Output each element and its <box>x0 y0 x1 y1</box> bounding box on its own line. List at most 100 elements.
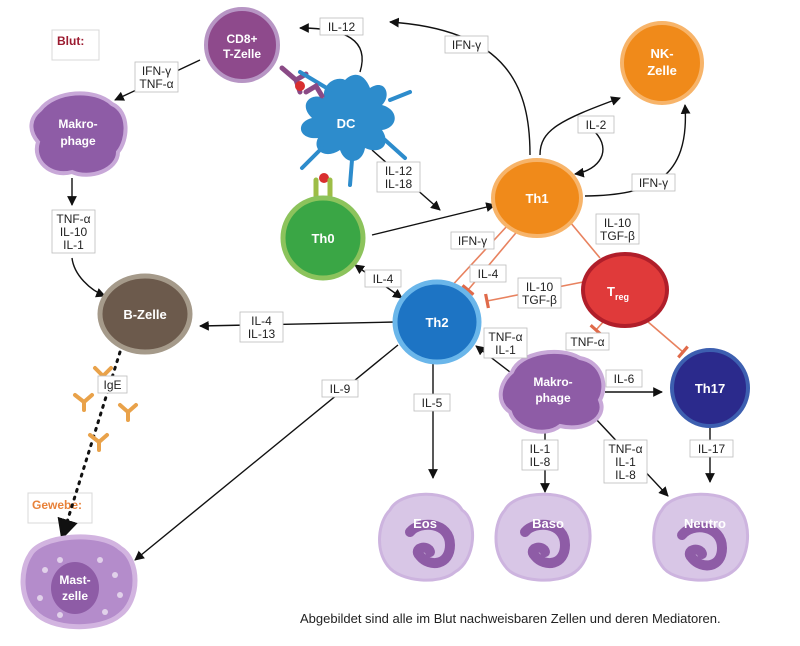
arrow-to-bzelle <box>71 257 106 298</box>
neutro-cell: Neutro <box>652 492 750 582</box>
svg-text:phage: phage <box>60 134 96 148</box>
nk-cell: NK- Zelle <box>620 21 704 105</box>
mediator-text: TNF-α <box>56 212 90 226</box>
mediator-label-tnfa-il1: TNF-αIL-1 <box>483 327 528 359</box>
mediator-text: IL-13 <box>248 327 276 341</box>
mediator-text: IL-9 <box>330 382 351 396</box>
mediator-label-il2: IL-2 <box>577 115 615 134</box>
mediator-text: TNF-α <box>608 442 642 456</box>
mediator-text: IL-6 <box>614 372 635 386</box>
svg-text:B-Zelle: B-Zelle <box>123 307 166 322</box>
eos-cell: Eos <box>378 492 474 582</box>
mediator-text: IL-17 <box>698 442 726 456</box>
mediator-text: IL-18 <box>385 177 413 191</box>
mediator-text: IL-8 <box>615 468 636 482</box>
mediator-label-il4-left: IL-4 <box>364 269 402 288</box>
svg-text:Blut:: Blut: <box>57 34 84 48</box>
mast-cell: Mast- zelle <box>20 534 138 630</box>
blood-section-label: Blut: <box>51 29 100 61</box>
mediator-label-tnfa-right: TNF-α <box>565 332 610 351</box>
mediator-text: TNF-α <box>139 77 173 91</box>
th2-cell: Th2 <box>392 279 482 365</box>
b-cell: B-Zelle <box>97 273 193 355</box>
arrow-th0-to-th1 <box>371 202 496 236</box>
svg-text:Th2: Th2 <box>425 315 448 330</box>
svg-text:Makro-: Makro- <box>58 117 97 131</box>
svg-text:T-Zelle: T-Zelle <box>223 47 261 61</box>
mediator-text: IL-10 <box>60 225 88 239</box>
mediator-text: IL-4 <box>251 314 272 328</box>
inhibit-treg-th1 <box>563 216 601 259</box>
arrow-dc-to-cd8 <box>299 23 363 73</box>
arrow-th1-to-cd8 <box>389 17 531 156</box>
makrophage-top: Makro- phage <box>29 91 128 177</box>
svg-text:Makro-: Makro- <box>533 375 572 389</box>
mediator-label-tnfa-il1-il8: TNF-αIL-1IL-8 <box>603 439 648 484</box>
mediator-text: IL-12 <box>385 164 413 178</box>
mediator-text: IL-4 <box>373 272 394 286</box>
mediator-text: TNF-α <box>570 335 604 349</box>
dendritic-cell: DC <box>295 70 412 187</box>
mediator-label-il4-mid: IL-4 <box>469 264 507 283</box>
svg-text:Th0: Th0 <box>311 231 334 246</box>
mediator-text: IL-10 <box>526 280 554 294</box>
arrow-il2-to-th1 <box>574 131 604 178</box>
mediator-text: IFN-γ <box>639 176 668 190</box>
mediator-text: IL-5 <box>422 396 443 410</box>
th0-cell: Th0 <box>280 177 366 281</box>
svg-text:Zelle: Zelle <box>647 63 677 78</box>
mediator-label-il1-il8: IL-1IL-8 <box>521 439 559 471</box>
arrow-th2-to-bzelle <box>199 320 396 331</box>
baso-cell: Baso <box>494 492 592 582</box>
arrow-th2-to-mastzelle <box>134 344 399 561</box>
svg-text:Th1: Th1 <box>525 191 548 206</box>
svg-text:NK-: NK- <box>650 46 673 61</box>
mediator-label-il5: IL-5 <box>413 393 451 412</box>
inhibit-th2-th1 <box>447 218 515 291</box>
mediator-text: IL-1 <box>615 455 636 469</box>
svg-text:phage: phage <box>535 391 571 405</box>
mediator-label-ifng-right: IFN-γ <box>631 173 676 192</box>
caption: Abgebildet sind alle im Blut nachweisbar… <box>300 611 721 626</box>
svg-text:DC: DC <box>337 116 356 131</box>
mediator-text: IgE <box>103 378 121 392</box>
makrophage-mid: Makro- phage <box>498 349 606 434</box>
svg-text:Eos: Eos <box>413 516 437 531</box>
mediator-text: TGF-β <box>600 229 635 243</box>
mediator-label-ige: IgE <box>97 375 128 394</box>
mediator-text: TGF-β <box>522 293 557 307</box>
arrow-th1-to-nk <box>539 96 621 156</box>
cd8-t-cell: CD8+ T-Zelle <box>204 7 309 95</box>
svg-text:Th17: Th17 <box>695 381 725 396</box>
mediator-text: IFN-γ <box>452 38 481 52</box>
mediator-text: IL-4 <box>478 267 499 281</box>
mediator-text: TNF-α <box>488 330 522 344</box>
mediator-label-il9: IL-9 <box>321 379 359 398</box>
arrow-makrophage-to-th2 <box>475 345 511 373</box>
mediator-text: IL-1 <box>530 442 551 456</box>
svg-text:CD8+: CD8+ <box>226 32 257 46</box>
mediator-text: IFN-γ <box>142 64 171 78</box>
th1-cell: Th1 <box>491 158 583 238</box>
mediator-text: IL-1 <box>495 343 516 357</box>
mediator-text: IL-12 <box>328 20 356 34</box>
th17-cell: Th17 <box>670 348 750 428</box>
mediator-label-ifng-top: IFN-γ <box>444 35 489 54</box>
mediator-label-il12-top: IL-12 <box>319 17 364 36</box>
svg-text:Mast-: Mast- <box>59 573 90 587</box>
treg-cell: Treg <box>581 252 669 328</box>
mediator-text: IL-8 <box>530 455 551 469</box>
svg-text:Treg: Treg <box>607 284 629 302</box>
mediator-label-il4-il13: IL-4IL-13 <box>239 311 284 343</box>
tissue-section-label: Gewebe: <box>27 492 93 524</box>
svg-text:Neutro: Neutro <box>684 516 726 531</box>
mediator-label-ifng-mid: IFN-γ <box>450 231 495 250</box>
mediator-text: IFN-γ <box>458 234 487 248</box>
